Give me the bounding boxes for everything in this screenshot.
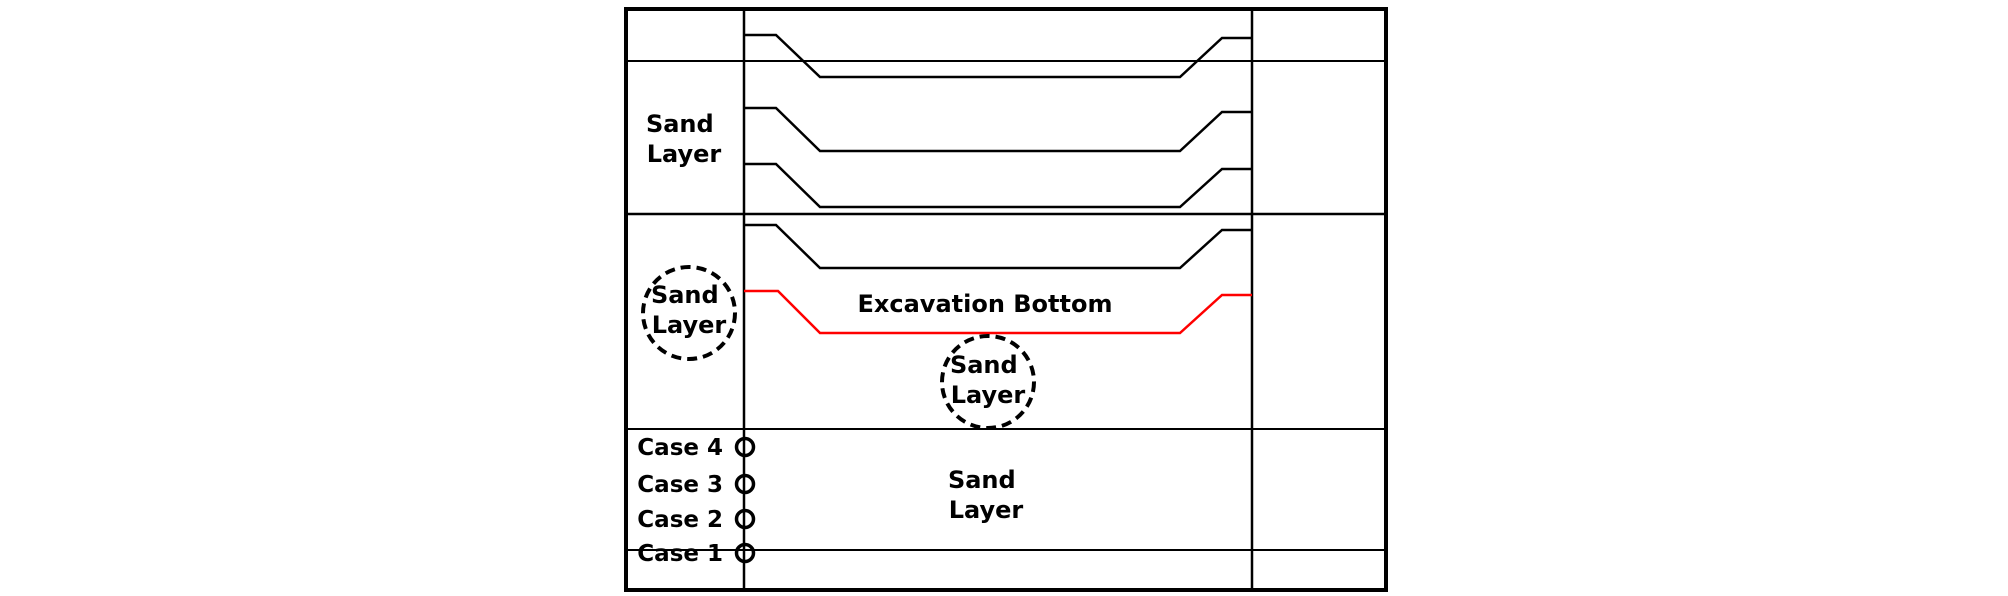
excavation-stage-1 bbox=[744, 33, 1252, 79]
sand-layer-circle-center bbox=[940, 334, 1036, 430]
excavation-stage-2 bbox=[744, 106, 1252, 153]
case-4-label: Case 4 bbox=[637, 435, 723, 461]
excavation-stage-4 bbox=[744, 223, 1252, 270]
excavation-bottom-line bbox=[744, 289, 1252, 335]
case-1-label: Case 1 bbox=[637, 541, 723, 567]
case-2-marker bbox=[734, 508, 756, 530]
sand-layer-label-left-circled: Sand Layer bbox=[651, 281, 727, 339]
sand-layer-label-bottom: Sand Layer bbox=[948, 466, 1024, 524]
case-3-marker bbox=[734, 473, 756, 495]
case-2-label: Case 2 bbox=[637, 507, 723, 533]
outer-frame bbox=[624, 7, 1388, 592]
case-3-label: Case 3 bbox=[637, 472, 723, 498]
excavation-stage-3 bbox=[744, 162, 1252, 209]
case-4-marker bbox=[734, 436, 756, 458]
excavation-bottom-label: Excavation Bottom bbox=[858, 290, 1113, 318]
sand-layer-circle-left bbox=[641, 265, 737, 361]
case-1-marker bbox=[734, 542, 756, 564]
sand-layer-label-left-top: Sand Layer bbox=[646, 110, 722, 168]
sand-layer-label-center-circled: Sand Layer bbox=[950, 351, 1026, 409]
